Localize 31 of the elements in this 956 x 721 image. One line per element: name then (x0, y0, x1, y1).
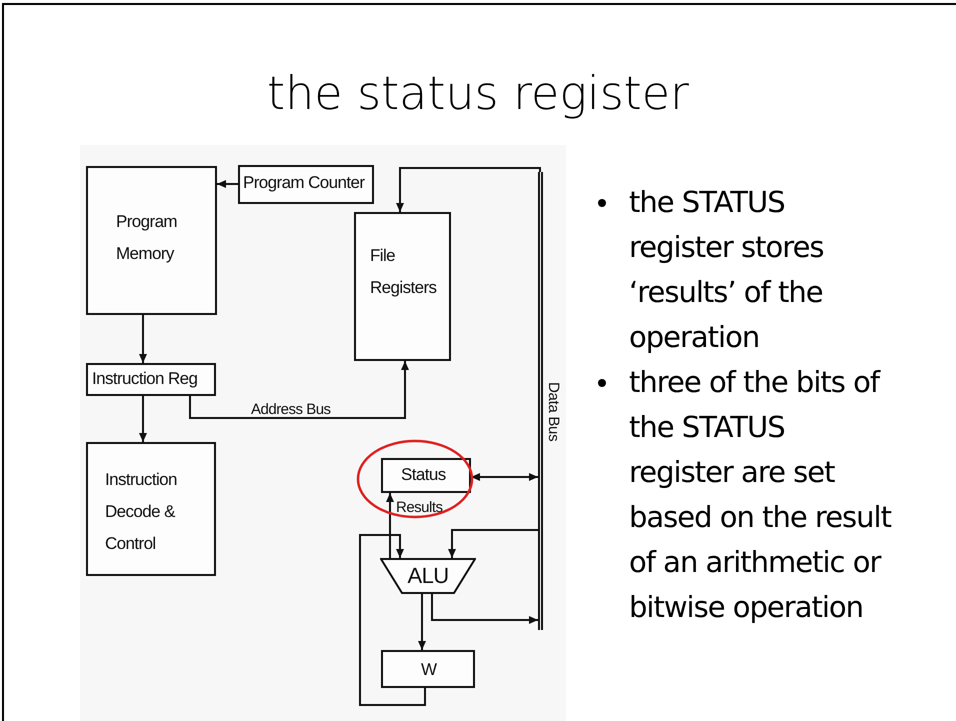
block-box (86, 363, 216, 396)
arrow (139, 315, 147, 363)
arrow (448, 529, 538, 558)
block-label: Program Memory (116, 211, 178, 265)
block-label: Data Bus (545, 382, 561, 442)
block-box (86, 442, 216, 576)
block-label: Instruction Decode & Control (105, 469, 178, 555)
arrow (396, 167, 541, 212)
data-bus (538, 172, 562, 630)
bullet-text: three of the bits of the STATUS register are set based on the result of an arithmetic or bitwise operation (629, 365, 891, 624)
arrow (431, 594, 538, 624)
arrow (139, 396, 147, 442)
arrow (418, 594, 426, 650)
alu-trapezoid (380, 558, 476, 594)
block-box (381, 650, 475, 688)
block-box (86, 166, 217, 315)
block-label: W (421, 660, 436, 680)
block-label: Status (401, 465, 446, 485)
arrow (471, 473, 538, 481)
block-box (381, 458, 471, 493)
block-label: Instruction Reg (92, 369, 198, 389)
block-label: ALU (406, 563, 450, 589)
title: the status register (266, 66, 690, 120)
block-label: File Registers (370, 245, 438, 299)
arrow (217, 180, 238, 188)
arrow (189, 361, 409, 419)
arrow (359, 534, 426, 706)
block-box (238, 165, 374, 204)
block-box (354, 212, 451, 361)
arrow (386, 493, 394, 558)
block-label: Program Counter (243, 173, 364, 193)
